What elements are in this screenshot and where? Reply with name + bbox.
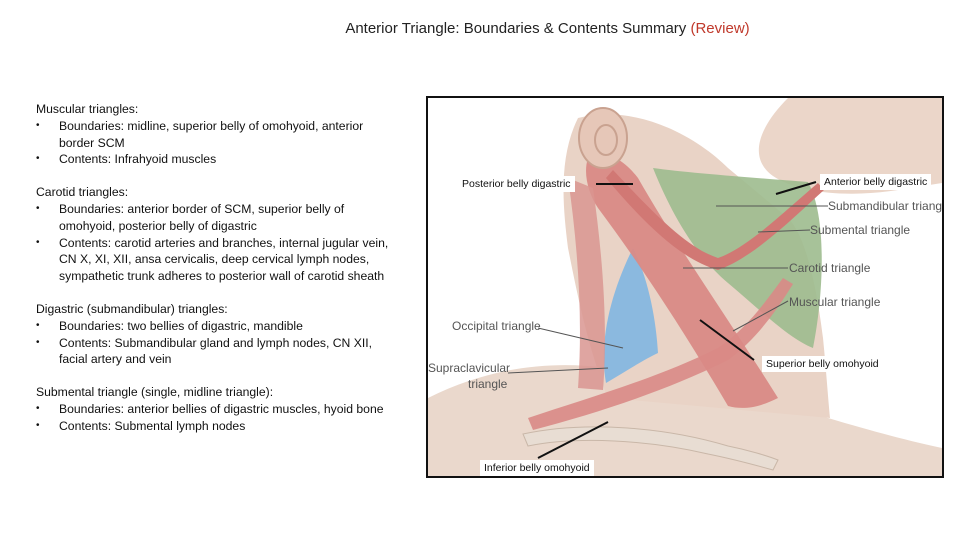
title-review-tag: (Review) [690, 20, 750, 37]
supraclavicular-leader [507, 367, 609, 374]
section-heading: Muscular triangles: [36, 102, 139, 116]
head-skin [548, 98, 942, 194]
bullet-item: Boundaries: anterior bellies of digastri… [36, 401, 396, 418]
clavicle-bone [522, 426, 779, 471]
muscular-leader [732, 300, 789, 332]
occipital-label: Occipital triangle [452, 319, 541, 333]
inferior-omohyoid-pointer [537, 421, 609, 459]
anterior-belly-pointer [775, 181, 817, 195]
digastric-muscle [606, 170, 824, 270]
summary-text: Muscular triangles: Boundaries: midline,… [36, 101, 396, 451]
submandibular-label: Submandibular triangle [828, 199, 944, 213]
ear [578, 107, 628, 169]
occipital-leader [537, 327, 624, 349]
section-heading: Carotid triangles: [36, 185, 129, 200]
superior-omohyoid-pointer [699, 319, 755, 361]
neck-illustration [428, 98, 942, 476]
anterior-belly-callout: Anterior belly digastric [820, 174, 932, 190]
bullet-item: Boundaries: midline, superior belly of o… [36, 118, 396, 152]
omohyoid-muscle [528, 278, 793, 430]
superior-omohyoid-callout: Superior belly omohyoid [762, 356, 883, 372]
posterior-belly-callout: Posterior belly digastric [458, 176, 575, 192]
trapezius-muscle [568, 178, 605, 390]
muscular-triangles-section: Muscular triangles: Boundaries: midline,… [36, 101, 396, 168]
title-text: Anterior Triangle: Boundaries & Contents… [345, 20, 691, 37]
section-heading: Submental triangle (single, midline tria… [36, 385, 274, 400]
bullet-item: Boundaries: anterior border of SCM, supe… [36, 201, 396, 235]
ear-inner [594, 124, 618, 156]
neck-anatomy-figure: Posterior belly digastric Anterior belly… [426, 96, 944, 478]
bullet-item: Contents: Infrahyoid muscles [36, 151, 396, 168]
supraclavicular-label: Supraclavicular [428, 361, 511, 375]
posterior-triangle-region [603, 248, 658, 383]
submental-leader [757, 229, 811, 233]
carotid-label: Carotid triangle [789, 261, 871, 275]
bullet-item: Contents: Submental lymph nodes [36, 418, 396, 435]
digastric-triangles-section: Digastric (submandibular) triangles: Bou… [36, 301, 396, 368]
submental-label: Submental triangle [810, 223, 911, 237]
inferior-omohyoid-callout: Inferior belly omohyoid [480, 460, 594, 476]
supraclavicular-label-line2: triangle [468, 377, 508, 391]
bullet-item: Contents: Submandibular gland and lymph … [36, 335, 396, 369]
bullet-item: Boundaries: two bellies of digastric, ma… [36, 318, 396, 335]
carotid-triangles-section: Carotid triangles: Boundaries: anterior … [36, 184, 396, 285]
section-heading: Digastric (submandibular) triangles: [36, 301, 228, 316]
submental-triangle-section: Submental triangle (single, midline tria… [36, 384, 396, 434]
slide-title: Anterior Triangle: Boundaries & Contents… [0, 20, 960, 37]
bullet-item: Contents: carotid arteries and branches,… [36, 235, 396, 285]
muscular-label: Muscular triangle [789, 295, 881, 309]
